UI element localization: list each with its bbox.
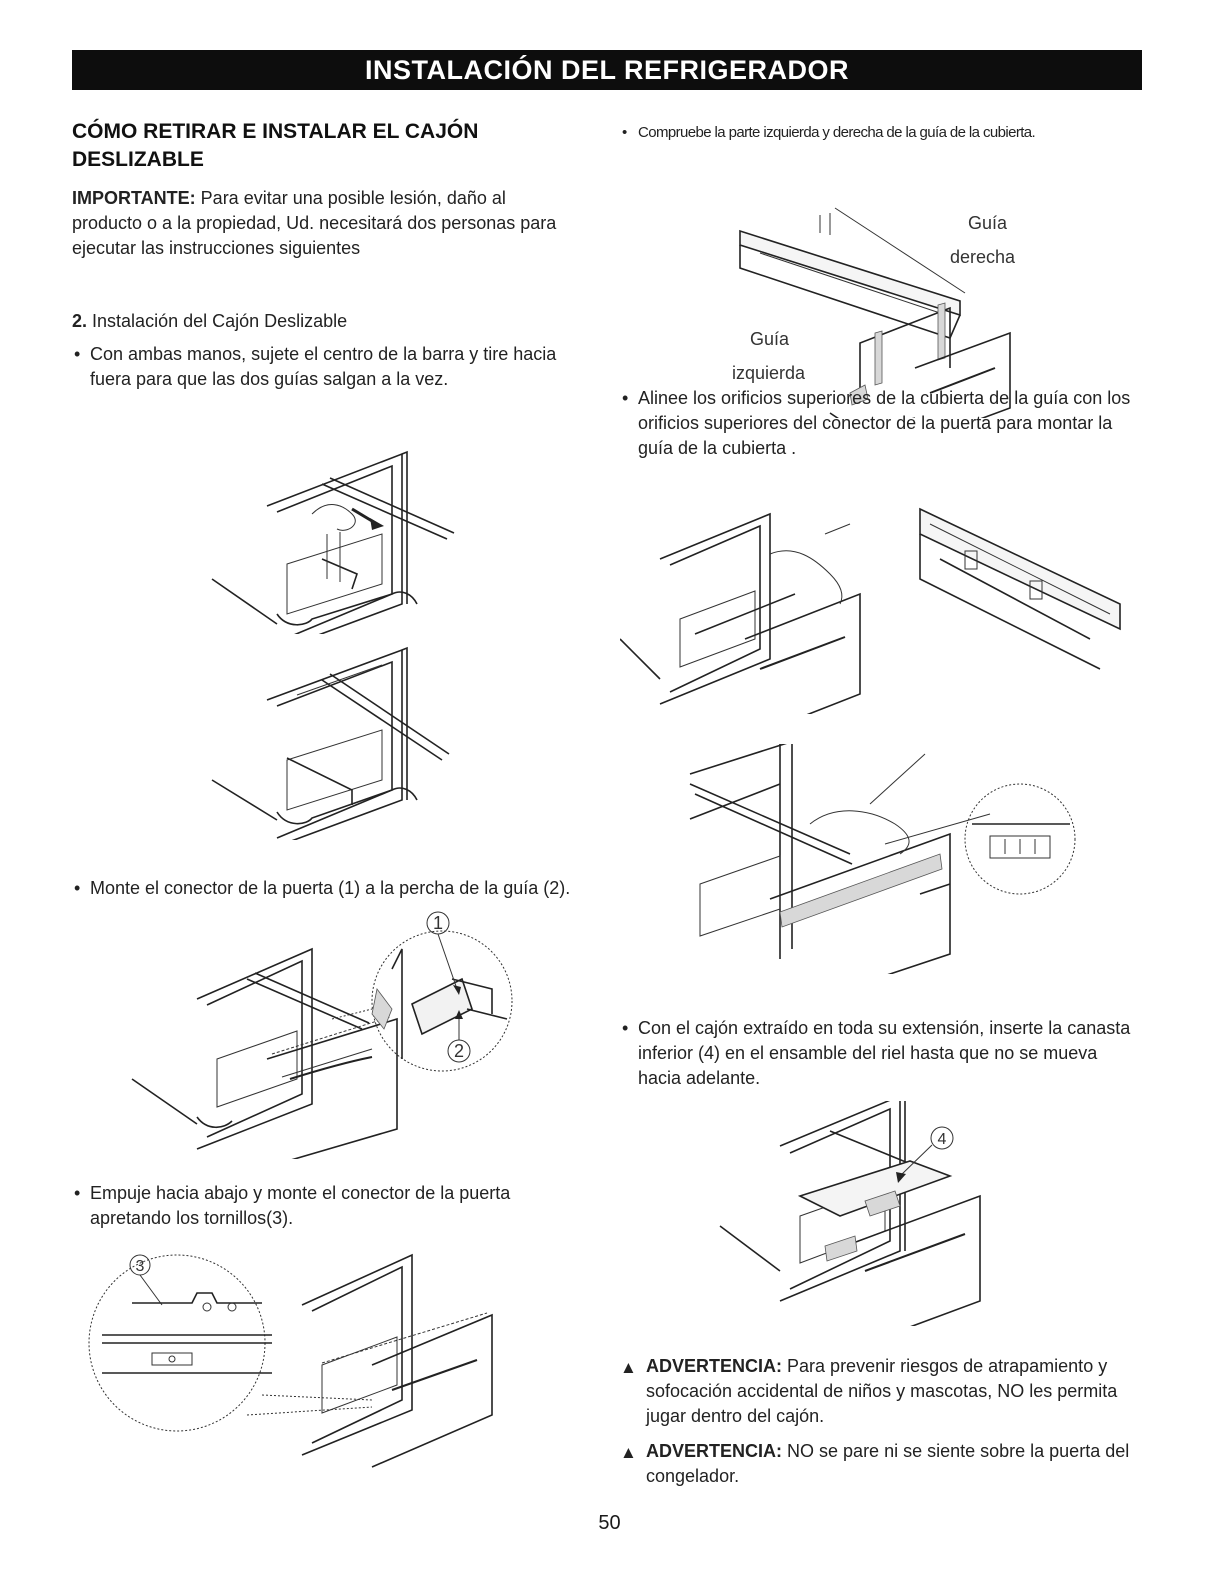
heading-line-2: DESLIZABLE xyxy=(72,148,204,171)
label-guia-derecha-1: Guía xyxy=(968,213,1008,233)
step-number: 2. xyxy=(72,311,88,331)
section-heading: CÓMO RETIRAR E INSTALAR EL CAJÓN DESLIZA… xyxy=(72,118,572,174)
page-number: 50 xyxy=(598,1512,621,1534)
heading-line-1: CÓMO RETIRAR E INSTALAR EL CAJÓN xyxy=(72,120,479,143)
figure-pull-rails xyxy=(211,450,455,634)
figure-insert-basket: 4 xyxy=(719,1101,981,1326)
label-guia-izquierda-1: Guía xyxy=(750,329,790,349)
figure-insert-rail xyxy=(689,744,1076,974)
warning-2-text: NO se pare ni se siente sobre la puerta … xyxy=(646,1441,1130,1486)
warning-1: ▲ ADVERTENCIA: Para prevenir riesgos de … xyxy=(620,1354,1145,1429)
callout-2: 2 xyxy=(454,1041,464,1061)
figure-door-connector: 1 2 xyxy=(131,911,513,1159)
left-bullet-1: Con ambas manos, sujete el centro de la … xyxy=(72,342,572,392)
warning-icon: ▲ xyxy=(620,1358,637,1377)
figure-guide-left-right: Guía derecha Guía izquierda xyxy=(732,207,1016,418)
left-column: CÓMO RETIRAR E INSTALAR EL CAJÓN DESLIZA… xyxy=(72,112,572,1485)
figure-align-holes xyxy=(620,507,1121,714)
right-bullet-1: Compruebe la parte izquierda y derecha d… xyxy=(620,120,1145,145)
right-column: Compruebe la parte izquierda y derecha d… xyxy=(620,112,1145,1489)
right-bullet-2: Alinee los orificios superiores de la cu… xyxy=(620,386,1145,461)
warning-icon: ▲ xyxy=(620,1443,637,1462)
step-title-text: Instalación del Cajón Deslizable xyxy=(92,311,348,331)
figure-tighten-screws: 3 xyxy=(88,1253,493,1468)
important-label: IMPORTANTE: xyxy=(72,188,196,208)
callout-4: 4 xyxy=(938,1131,947,1148)
important-text: Para evitar una posible lesión, daño al … xyxy=(72,188,557,258)
label-guia-izquierda-2: izquierda xyxy=(732,363,806,383)
warning-1-text: Para prevenir riesgos de atrapamiento y … xyxy=(646,1356,1118,1426)
left-bullet-3: Empuje hacia abajo y monte el conector d… xyxy=(72,1181,572,1231)
right-bullet-3: Con el cajón extraído en toda su extensi… xyxy=(620,1016,1145,1091)
page-banner: INSTALACIÓN DEL REFRIGERADOR xyxy=(72,50,1142,90)
warning-1-label: ADVERTENCIA: xyxy=(646,1356,783,1376)
figure-rails-extended xyxy=(211,646,450,840)
banner-title: INSTALACIÓN DEL REFRIGERADOR xyxy=(364,54,849,85)
left-bullet-2: Monte el conector de la puerta (1) a la … xyxy=(72,876,572,901)
warning-2: ▲ ADVERTENCIA: NO se pare ni se siente s… xyxy=(620,1439,1145,1489)
callout-1: 1 xyxy=(433,913,443,933)
step-title: 2. Instalación del Cajón Deslizable xyxy=(72,309,572,334)
callout-3: 3 xyxy=(136,1258,145,1275)
label-guia-derecha-2: derecha xyxy=(950,247,1016,267)
important-note: IMPORTANTE: Para evitar una posible lesi… xyxy=(72,186,572,261)
warning-2-label: ADVERTENCIA: xyxy=(646,1441,783,1461)
